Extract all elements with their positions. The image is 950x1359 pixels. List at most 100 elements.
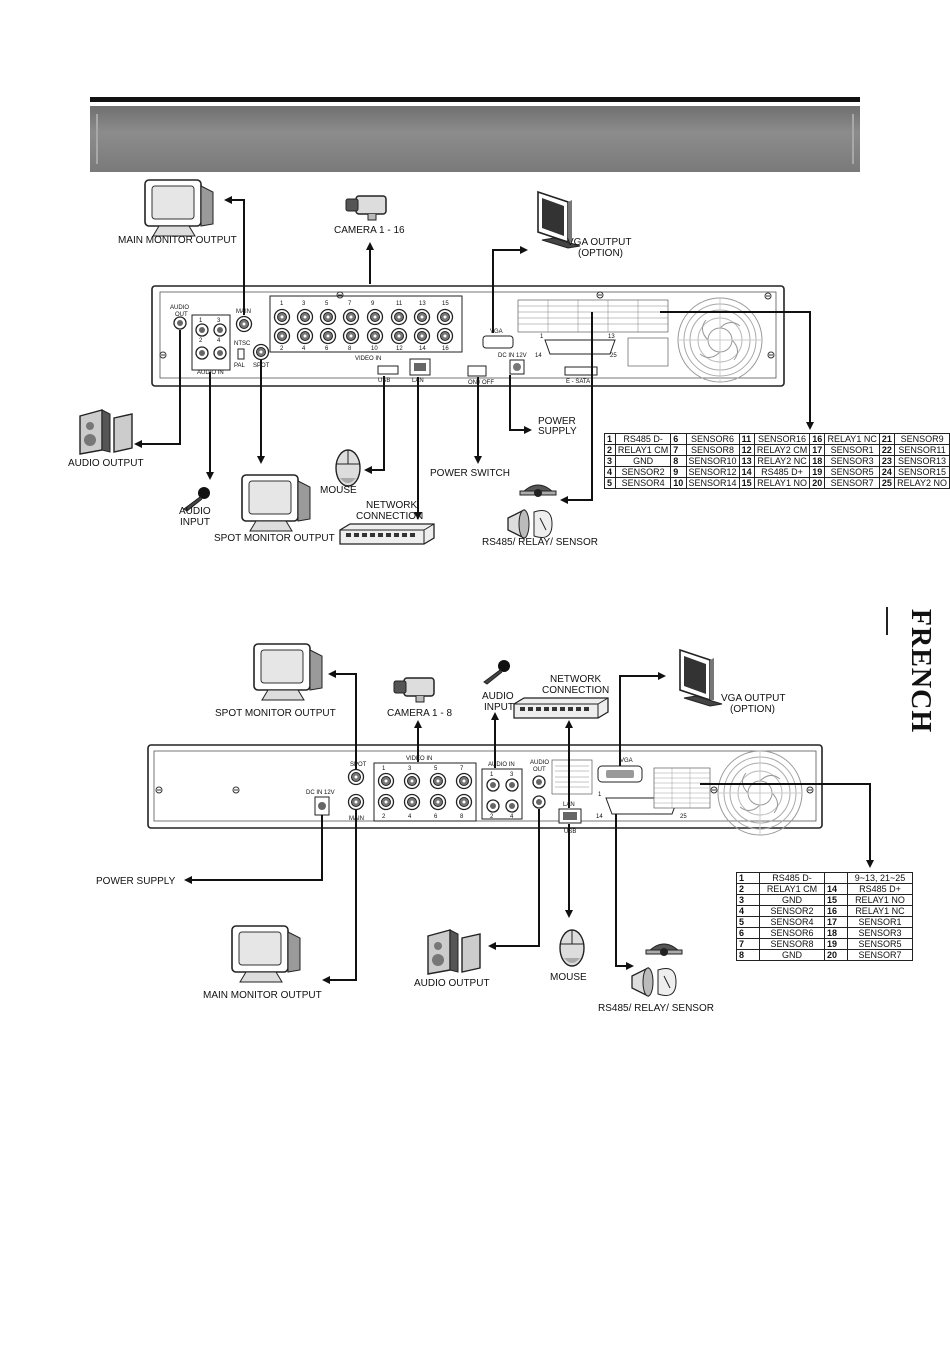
pin-signal: SENSOR2 <box>614 466 672 478</box>
pin-signal: SENSOR4 <box>759 916 825 928</box>
dsub-num-25: 25 <box>610 353 617 359</box>
pin-signal: SENSOR12 <box>685 466 740 478</box>
dsub2-num-25: 25 <box>680 814 687 820</box>
label-audio-input-2b: INPUT <box>484 702 514 713</box>
label-dc-in: DC IN 12V <box>498 353 527 359</box>
dome-camera-icon <box>519 484 557 498</box>
pin-signal: SENSOR16 <box>753 433 811 445</box>
label-connection-2: CONNECTION <box>542 685 609 696</box>
pin-signal: SENSOR11 <box>894 444 950 456</box>
video-num-6: 6 <box>434 814 438 820</box>
pin-number: 16 <box>809 433 826 445</box>
label-audio-out-2b: OUT <box>533 767 546 773</box>
pin-number: 20 <box>809 477 826 489</box>
svg-text:14: 14 <box>419 346 426 352</box>
svg-text:2: 2 <box>280 346 284 352</box>
label-vga-option: (OPTION) <box>578 248 623 259</box>
pin-number: 1 <box>736 872 760 884</box>
dsub2-num-14: 14 <box>596 814 603 820</box>
label-esata: E - SATA <box>566 379 590 385</box>
pin-number: 10 <box>670 477 687 489</box>
svg-text:1: 1 <box>280 301 284 307</box>
pin-signal: SENSOR5 <box>824 466 880 478</box>
label-camera: CAMERA 1 - 16 <box>334 225 405 236</box>
pin-signal: SENSOR1 <box>824 444 880 456</box>
pin-number: 4 <box>604 466 616 478</box>
pin-number: 18 <box>809 455 826 467</box>
video-in-top-numbers: 1 3 5 7 9 11 13 15 <box>280 301 449 307</box>
pin-signal: SENSOR7 <box>824 477 880 489</box>
cooling-fan-icon-2 <box>717 750 803 836</box>
svg-text:16: 16 <box>442 346 449 352</box>
pin-number: 3 <box>604 455 616 467</box>
main-monitor-icon-2 <box>231 925 301 983</box>
svg-text:12: 12 <box>396 346 403 352</box>
pin-number: 7 <box>736 938 760 950</box>
svg-text:9: 9 <box>371 301 375 307</box>
label-network: NETWORK <box>366 500 417 511</box>
pin-signal: SENSOR5 <box>847 938 913 950</box>
label-audio-out: AUDIO <box>170 305 189 311</box>
side-tab-marker <box>886 607 888 635</box>
label-ntsc: NTSC <box>234 341 251 347</box>
pin-signal: RELAY2 CM <box>753 444 811 456</box>
pin-signal: SENSOR15 <box>894 466 950 478</box>
label-dc-in-2: DC IN 12V <box>306 790 335 796</box>
video-num-3: 3 <box>408 766 412 772</box>
pin-number <box>824 872 848 884</box>
label-audio-output-2: AUDIO OUTPUT <box>414 978 490 989</box>
pin-signal: SENSOR14 <box>685 477 740 489</box>
video-num-4: 4 <box>408 814 412 820</box>
main-bnc-jack-2 <box>347 793 365 811</box>
pin-signal: RS485 D+ <box>753 466 811 478</box>
mouse-icon <box>335 449 361 487</box>
spot-monitor-icon-2 <box>253 643 323 701</box>
label-on-off: ON / OFF <box>468 380 494 386</box>
pin-signal: SENSOR4 <box>614 477 672 489</box>
pin-number: 22 <box>878 444 896 456</box>
label-spot-2: SPOT <box>350 762 367 768</box>
video-num-1: 1 <box>382 766 386 772</box>
pin-number: 9 <box>670 466 687 478</box>
pin-number: 17 <box>809 444 826 456</box>
diagram-16ch: AUDIO OUT 1 3 2 4 AUDIO IN MAIN NTSC PAL… <box>68 179 814 548</box>
pin-number: 7 <box>670 444 687 456</box>
pin-number: 25 <box>878 477 896 489</box>
diagram-8ch: DC IN 12V SPOT MAIN VIDEO IN 1 3 5 7 2 4… <box>96 643 874 1014</box>
pin-number: 6 <box>670 433 687 445</box>
header-rule <box>90 97 860 102</box>
pin-signal: SENSOR8 <box>759 938 825 950</box>
audio-in-num-3: 3 <box>217 318 221 324</box>
main-bnc-jack <box>235 315 253 333</box>
svg-text:4: 4 <box>302 346 306 352</box>
pin-number: 24 <box>878 466 896 478</box>
label-supply: SUPPLY <box>538 426 577 437</box>
mouse-icon-2 <box>559 929 585 967</box>
label-power-switch: POWER SWITCH <box>430 468 510 479</box>
label-main-monitor-output: MAIN MONITOR OUTPUT <box>118 235 237 246</box>
spot-monitor-icon <box>241 474 311 532</box>
video-num-5: 5 <box>434 766 438 772</box>
pin-number: 6 <box>736 927 760 939</box>
audio-num-1: 1 <box>490 772 494 778</box>
label-spot-monitor-output: SPOT MONITOR OUTPUT <box>214 533 335 544</box>
label-power: POWER <box>538 416 576 427</box>
pin-signal: SENSOR2 <box>759 905 825 917</box>
pin-number: 14 <box>738 466 755 478</box>
label-vga-option-2: (OPTION) <box>730 704 775 715</box>
label-audio-output: AUDIO OUTPUT <box>68 458 144 469</box>
pin-number: 23 <box>878 455 896 467</box>
svg-text:3: 3 <box>302 301 306 307</box>
audio-in-num-1: 1 <box>199 318 203 324</box>
label-vga: VGA <box>490 329 503 335</box>
